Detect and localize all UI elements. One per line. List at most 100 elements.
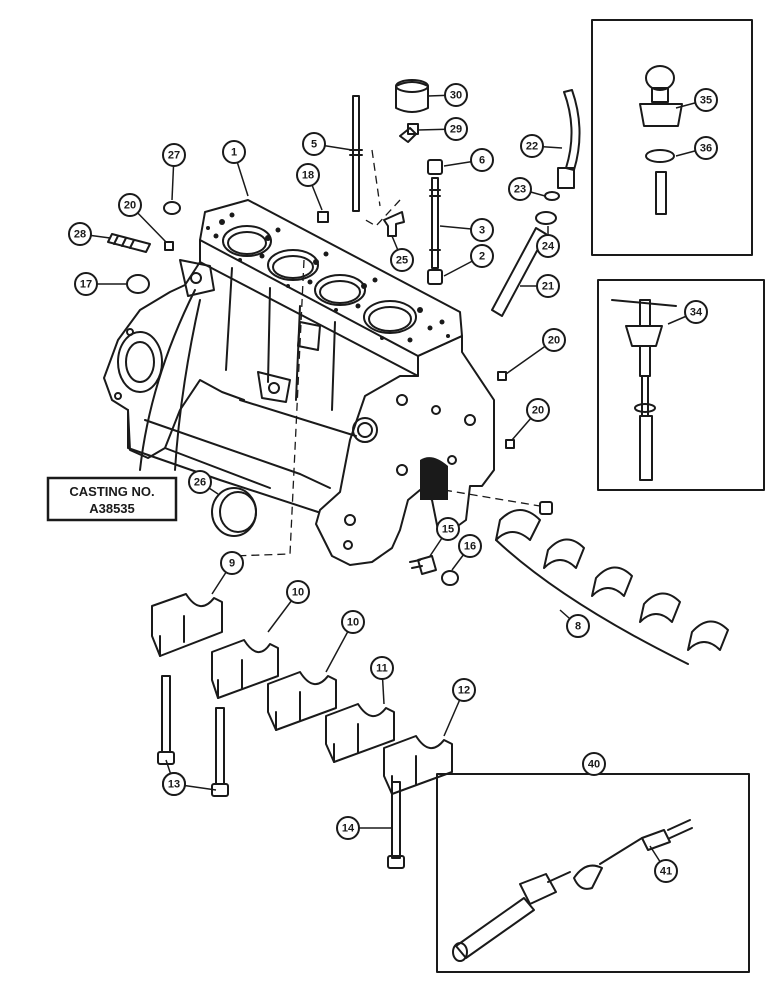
callout-number-13: 13 <box>168 779 180 791</box>
callout-number-18: 18 <box>302 170 314 182</box>
callout-number-11: 11 <box>376 663 388 675</box>
callout-bubble-18 <box>296 163 320 187</box>
bearing-cap-11 <box>267 671 337 731</box>
callout-bubble-26 <box>188 470 212 494</box>
callout-12: 12 <box>443 678 476 737</box>
callout-5: 5 <box>302 132 353 156</box>
casting-label-line1: CASTING NO. <box>69 484 154 499</box>
callout-21: 21 <box>520 274 560 298</box>
callout-number-8: 8 <box>575 621 581 633</box>
callout-bubble-13 <box>162 772 186 796</box>
callout-number-35: 35 <box>700 95 712 107</box>
callout-bubble-21 <box>536 274 560 298</box>
callout-26: 26 <box>188 470 219 495</box>
callout-number-6: 6 <box>479 155 485 167</box>
callout-bubble-23 <box>508 177 532 201</box>
callout-number-3: 3 <box>479 225 485 237</box>
cam-bushings-8 <box>495 501 729 651</box>
callout-bubble-25 <box>390 248 414 272</box>
callout-number-16: 16 <box>464 541 476 553</box>
callout-number-12: 12 <box>458 685 470 697</box>
callout-number-36: 36 <box>700 143 712 155</box>
callout-14: 14 <box>336 816 392 840</box>
callout-bubble-10 <box>341 610 365 634</box>
callout-41: 41 <box>649 845 678 883</box>
callout-24: 24 <box>536 226 560 258</box>
cylinder-block <box>103 199 495 566</box>
callout-bubble-35 <box>694 88 718 112</box>
plug-20-b <box>497 371 507 381</box>
callout-number-27: 27 <box>168 150 180 162</box>
callout-bubble-27 <box>162 143 186 167</box>
callout-bubble-10 <box>286 580 310 604</box>
callout-23: 23 <box>508 177 546 201</box>
casting-label-line2: A38535 <box>89 501 135 516</box>
stud-5 <box>349 95 363 212</box>
callout-36: 36 <box>675 136 718 160</box>
callout-number-15: 15 <box>442 524 454 536</box>
bolt-14 <box>387 781 405 869</box>
callout-number-25: 25 <box>396 255 408 267</box>
callout-11: 11 <box>370 656 394 705</box>
callout-bubble-9 <box>220 551 244 575</box>
callout-number-10: 10 <box>292 587 304 599</box>
callout-20: 20 <box>505 328 566 375</box>
block-heater-40 <box>452 871 571 962</box>
callout-bubble-30 <box>444 83 468 107</box>
callout-number-30: 30 <box>450 90 462 102</box>
heater-plug-41 <box>573 819 693 890</box>
callout-8: 8 <box>559 609 590 638</box>
adapter-24 <box>535 211 557 225</box>
callout-number-23: 23 <box>514 184 526 196</box>
callout-number-21: 21 <box>542 281 554 293</box>
callout-bubble-29 <box>444 117 468 141</box>
callout-3: 3 <box>439 218 494 242</box>
plug-18 <box>317 211 329 223</box>
inset-box-dipstick-cap <box>591 19 753 256</box>
callout-bubble-36 <box>694 136 718 160</box>
o-ring-36 <box>645 149 675 163</box>
callout-bubble-2 <box>470 244 494 268</box>
callout-number-14: 14 <box>342 823 355 835</box>
callout-bubble-8 <box>566 614 590 638</box>
callout-number-29: 29 <box>450 124 462 136</box>
plug-30 <box>395 79 429 113</box>
callout-bubble-14 <box>336 816 360 840</box>
callout-bubble-17 <box>74 272 98 296</box>
callout-bubble-34 <box>684 300 708 324</box>
callout-number-41: 41 <box>660 866 672 878</box>
callout-number-24: 24 <box>542 241 555 253</box>
callout-28: 28 <box>68 222 111 246</box>
expansion-plug-26 <box>211 487 257 537</box>
callout-bubble-11 <box>370 656 394 680</box>
callout-number-9: 9 <box>229 558 235 570</box>
callout-number-10: 10 <box>347 617 359 629</box>
callout-9: 9 <box>211 551 244 595</box>
bearing-cap-9 <box>151 593 223 657</box>
drain-plug-15 <box>409 555 437 575</box>
callout-bubble-15 <box>436 517 460 541</box>
callout-number-2: 2 <box>479 251 485 263</box>
callout-6: 6 <box>443 148 494 172</box>
callout-number-20: 20 <box>532 405 544 417</box>
stud-3 <box>429 177 441 269</box>
callout-bubble-5 <box>302 132 326 156</box>
callout-10: 10 <box>325 610 365 673</box>
callout-number-1: 1 <box>231 147 237 159</box>
plug-17 <box>126 274 150 294</box>
inset-box-dipstick-alt <box>597 279 765 491</box>
callout-30: 30 <box>427 83 468 107</box>
callout-number-17: 17 <box>80 279 92 291</box>
bolt-13-b <box>211 707 229 797</box>
tube-21 <box>491 227 547 317</box>
callout-40: 40 <box>582 752 606 776</box>
callout-1: 1 <box>222 140 249 197</box>
ring-23 <box>544 191 560 201</box>
elbow-29 <box>399 123 419 143</box>
plug-20-c <box>505 439 515 449</box>
callout-number-40: 40 <box>588 759 600 771</box>
callout-number-20: 20 <box>124 200 136 212</box>
callout-bubble-20 <box>118 193 142 217</box>
inset-box-heater-kit <box>436 773 750 973</box>
